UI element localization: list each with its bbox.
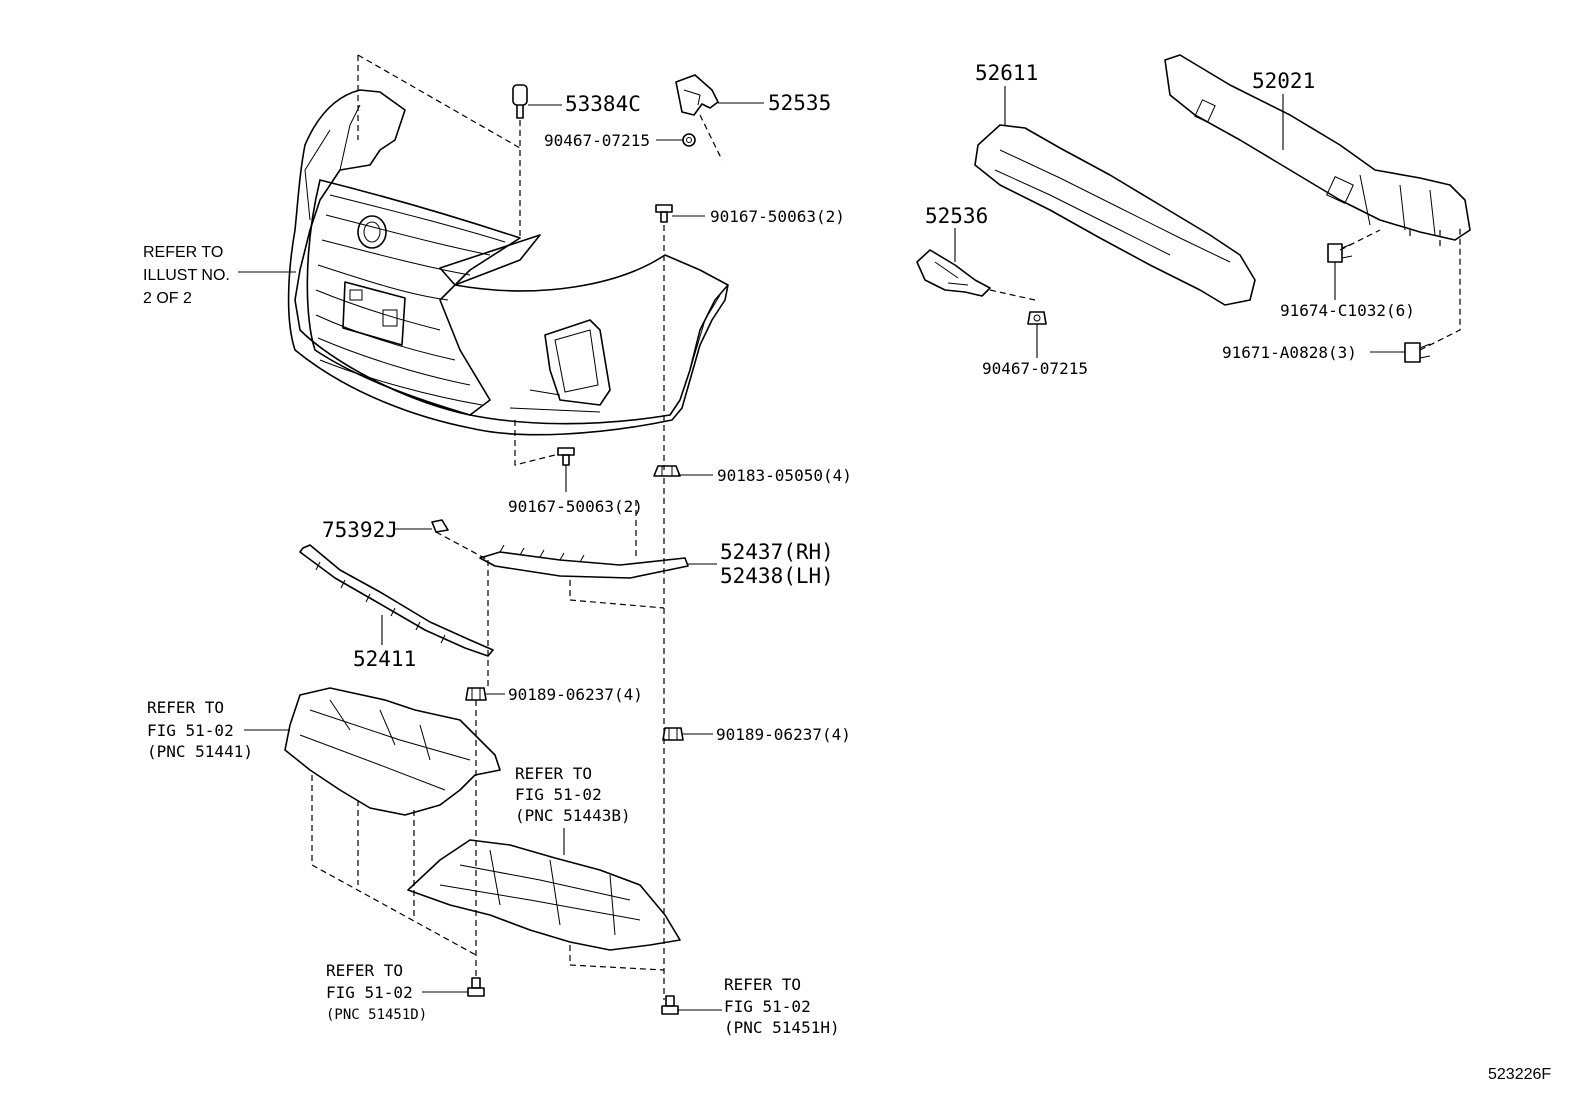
- label-ref-51443b-1: REFER TO: [515, 764, 592, 783]
- label-52535: 52535: [768, 91, 831, 115]
- pin-53384c: [512, 84, 528, 119]
- label-91671: 91671-A0828(3): [1222, 343, 1357, 362]
- label-90167-top: 90167-50063(2): [710, 207, 845, 226]
- label-52536: 52536: [925, 204, 988, 228]
- label-52437: 52437(RH): [720, 540, 834, 564]
- label-refer-illust-3: 2 OF 2: [143, 290, 192, 307]
- label-52021: 52021: [1252, 69, 1315, 93]
- reinforcement-52021: [1164, 54, 1471, 241]
- label-90167-bottom: 90167-50063(2): [508, 497, 643, 516]
- absorber-52611: [974, 124, 1256, 306]
- label-ref-51441-2: FIG 51-02: [147, 721, 234, 740]
- label-91674: 91674-C1032(6): [1280, 301, 1415, 320]
- label-refer-illust-2: ILLUST NO.: [143, 267, 230, 284]
- label-refer-illust-1: REFER TO: [143, 244, 223, 261]
- bolt-51451d: [467, 977, 485, 997]
- label-ref-51441-3: (PNC 51441): [147, 742, 253, 761]
- clip-75392j: [431, 519, 449, 533]
- front-bumper-cover: [287, 89, 729, 436]
- bolt-91671: [1404, 342, 1431, 363]
- diagram-id: 523226F: [1488, 1066, 1551, 1083]
- label-75392j: 75392J: [322, 518, 398, 542]
- under-cover-51441: [284, 687, 501, 816]
- clip-90467-top: [682, 133, 696, 147]
- nut-90183: [653, 465, 681, 477]
- callout-labels: 53384C 52535 90467-07215 90167-50063(2) …: [143, 61, 1551, 1083]
- label-52438: 52438(LH): [720, 564, 834, 588]
- label-90183: 90183-05050(4): [717, 466, 852, 485]
- molding-52437-52438: [479, 544, 689, 579]
- label-ref-51443b-2: FIG 51-02: [515, 785, 602, 804]
- screw-90167-bottom: [557, 447, 575, 466]
- label-ref-51451d-2: FIG 51-02: [326, 983, 413, 1002]
- label-90467-top: 90467-07215: [544, 131, 650, 150]
- retainer-52411: [299, 544, 494, 657]
- label-90467-right: 90467-07215: [982, 359, 1088, 378]
- screw-90167-top: [655, 204, 673, 223]
- bracket-52536: [916, 249, 991, 297]
- label-ref-51451h-2: FIG 51-02: [724, 997, 811, 1016]
- clip-90467-right: [1027, 311, 1047, 325]
- label-52411: 52411: [353, 647, 416, 671]
- assembly-dashed-lines: [311, 54, 1461, 1000]
- bolt-51451h: [661, 995, 679, 1015]
- clip-90189-left: [465, 687, 487, 701]
- label-ref-51443b-3: (PNC 51443B): [515, 806, 631, 825]
- label-ref-51451h-1: REFER TO: [724, 975, 801, 994]
- under-cover-51443b: [407, 839, 681, 951]
- label-52611: 52611: [975, 61, 1038, 85]
- label-ref-51451h-3: (PNC 51451H): [724, 1018, 840, 1037]
- leader-lines: [238, 86, 1405, 1011]
- label-ref-51451d-3: (PNC 51451D): [326, 1007, 427, 1023]
- bolt-91674: [1327, 243, 1353, 263]
- label-90189-left: 90189-06237(4): [508, 685, 643, 704]
- label-ref-51451d-1: REFER TO: [326, 961, 403, 980]
- label-53384c: 53384C: [565, 92, 641, 116]
- label-90189-right: 90189-06237(4): [716, 725, 851, 744]
- clip-90189-right: [662, 727, 684, 741]
- label-ref-51441-1: REFER TO: [147, 698, 224, 717]
- bracket-52535: [675, 74, 719, 116]
